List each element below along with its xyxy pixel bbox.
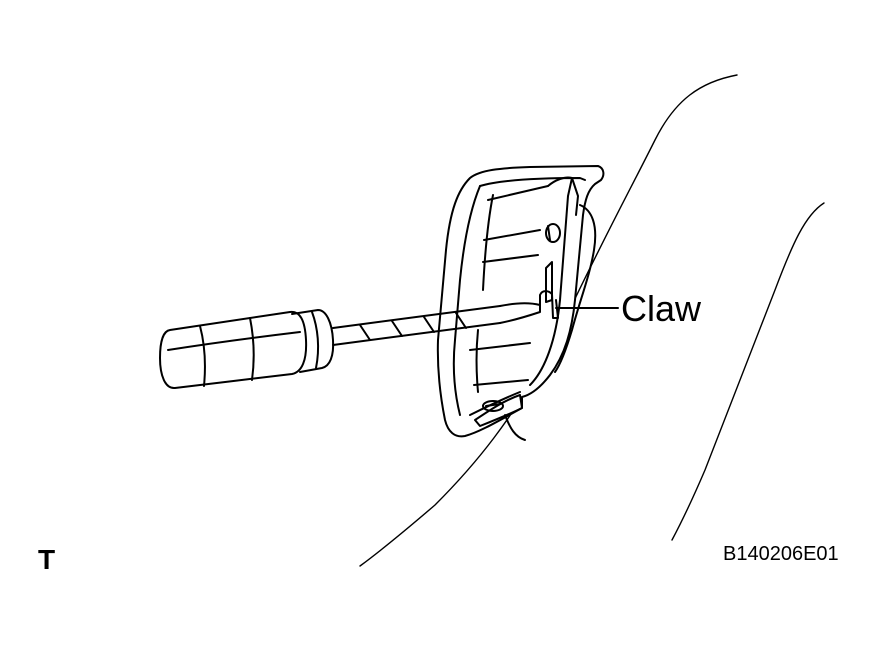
screwdriver-icon — [159, 302, 541, 389]
claw-label: Claw — [621, 288, 702, 329]
figure-code: B140206E01 — [723, 543, 839, 565]
seat-panel-outline — [359, 74, 825, 567]
trim-cover-part — [436, 165, 605, 441]
corner-mark: T — [38, 544, 56, 575]
